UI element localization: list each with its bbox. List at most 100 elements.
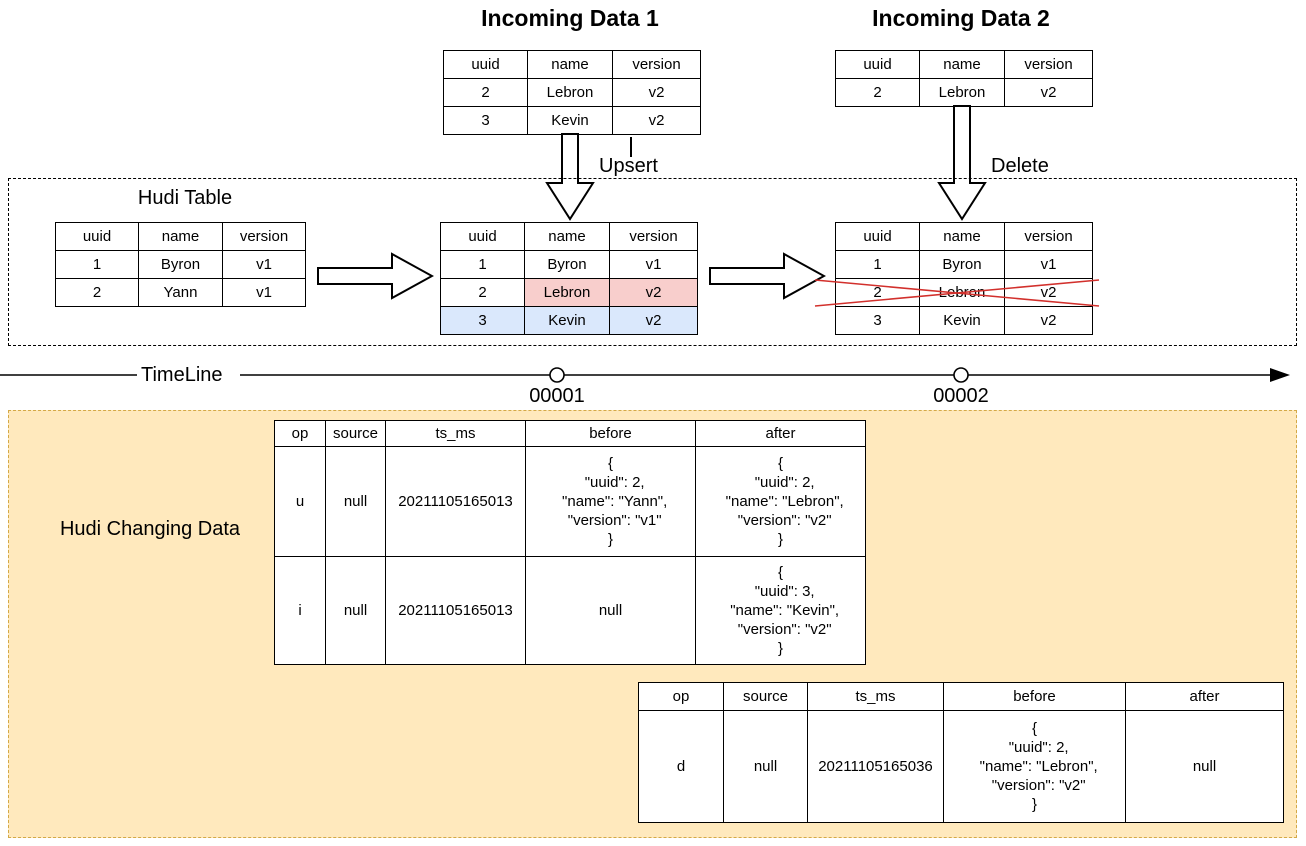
cell: 2 [440, 278, 525, 307]
commit-label-00002: 00002 [933, 385, 989, 407]
cell-before: null [525, 556, 696, 665]
incoming-data-2-title: Incoming Data 2 [872, 5, 1050, 31]
cell-ts-ms: 20211105165036 [807, 710, 944, 823]
cell: Lebron [527, 78, 613, 107]
table-header-row: op source ts_ms before after [638, 682, 1284, 711]
cell: 1 [55, 250, 139, 279]
right-block-arrow-icon [317, 252, 434, 300]
col-header-ts-ms: ts_ms [807, 682, 944, 711]
cell-inserted: v2 [609, 306, 698, 335]
cell-before: { "uuid": 2, "name": "Lebron", "version"… [943, 710, 1126, 823]
cell-op: i [274, 556, 326, 665]
cdc-row-update: u null 20211105165013 { "uuid": 2, "name… [274, 446, 866, 557]
table-header-row: uuid name version [835, 50, 1093, 79]
upsert-arrow-icon [545, 133, 595, 221]
cell: v1 [609, 250, 698, 279]
cell-op: u [274, 446, 326, 557]
cell-ts-ms: 20211105165013 [385, 556, 526, 665]
cell: Byron [138, 250, 223, 279]
col-header-version: version [612, 50, 701, 79]
col-header-name: name [919, 50, 1005, 79]
delete-label: Delete [991, 155, 1049, 177]
incoming-data-1-title: Incoming Data 1 [481, 5, 659, 31]
col-header-version: version [1004, 50, 1093, 79]
table-row: 2 Lebron v2 [835, 78, 1093, 107]
commit-label-00001: 00001 [529, 385, 585, 407]
cell-before: { "uuid": 2, "name": "Yann", "version": … [525, 446, 696, 557]
cell: v2 [1004, 306, 1093, 335]
col-header-op: op [274, 420, 326, 447]
cell: 2 [55, 278, 139, 307]
table-row-inserted: 3 Kevin v2 [440, 306, 698, 335]
table-header-row: uuid name version [443, 50, 701, 79]
hudi-table-after-delete: uuid name version 1 Byron v1 2 Lebron v2… [835, 222, 1093, 335]
cell: v2 [612, 106, 701, 135]
table-header-row: op source ts_ms before after [274, 420, 866, 447]
right-block-arrow-icon [709, 252, 826, 300]
col-header-ts-ms: ts_ms [385, 420, 526, 447]
table-row: 2 Yann v1 [55, 278, 306, 307]
cell-after: { "uuid": 3, "name": "Kevin", "version":… [695, 556, 866, 665]
cell-source: null [723, 710, 808, 823]
col-header-uuid: uuid [835, 50, 920, 79]
col-header-version: version [222, 222, 306, 251]
cell: Kevin [919, 306, 1005, 335]
hudi-changing-data-title: Hudi Changing Data [59, 518, 241, 540]
cell-source: null [325, 446, 386, 557]
deleted-row-cross-icon [814, 279, 1100, 307]
col-header-name: name [524, 222, 610, 251]
cell: 1 [835, 250, 920, 279]
col-header-source: source [723, 682, 808, 711]
hudi-table-container [8, 178, 1297, 346]
col-header-uuid: uuid [440, 222, 525, 251]
col-header-after: after [695, 420, 866, 447]
hudi-table-after-upsert: uuid name version 1 Byron v1 2 Lebron v2… [440, 222, 698, 335]
cell: 3 [443, 106, 528, 135]
cell-inserted: Kevin [524, 306, 610, 335]
table-header-row: uuid name version [835, 222, 1093, 251]
col-header-version: version [1004, 222, 1093, 251]
col-header-op: op [638, 682, 724, 711]
col-header-uuid: uuid [835, 222, 920, 251]
cell-updated: Lebron [524, 278, 610, 307]
cell: Kevin [527, 106, 613, 135]
col-header-source: source [325, 420, 386, 447]
hudi-table-title: Hudi Table [137, 187, 233, 209]
cdc-row-insert: i null 20211105165013 null { "uuid": 3, … [274, 556, 866, 665]
cell: 2 [835, 78, 920, 107]
cell: Yann [138, 278, 223, 307]
cell: Byron [919, 250, 1005, 279]
cdc-table-commit-2: op source ts_ms before after d null 2021… [638, 682, 1284, 823]
cell: v1 [222, 278, 306, 307]
table-header-row: uuid name version [55, 222, 306, 251]
cell-ts-ms: 20211105165013 [385, 446, 526, 557]
upsert-label: Upsert [599, 155, 658, 177]
cell: v1 [222, 250, 306, 279]
col-header-after: after [1125, 682, 1284, 711]
cell: 2 [443, 78, 528, 107]
col-header-name: name [919, 222, 1005, 251]
hudi-table-before: uuid name version 1 Byron v1 2 Yann v1 [55, 222, 306, 307]
cell-op: d [638, 710, 724, 823]
timeline-label: TimeLine [141, 364, 223, 386]
cdc-row-delete: d null 20211105165036 { "uuid": 2, "name… [638, 710, 1284, 823]
table-header-row: uuid name version [440, 222, 698, 251]
col-header-before: before [525, 420, 696, 447]
col-header-version: version [609, 222, 698, 251]
cell: v2 [612, 78, 701, 107]
incoming-data-1-table: uuid name version 2 Lebron v2 3 Kevin v2 [443, 50, 701, 135]
table-row: 3 Kevin v2 [835, 306, 1093, 335]
col-header-uuid: uuid [55, 222, 139, 251]
table-row: 1 Byron v1 [55, 250, 306, 279]
delete-arrow-icon [937, 105, 987, 221]
table-row-updated: 2 Lebron v2 [440, 278, 698, 307]
cdc-table-commit-1: op source ts_ms before after u null 2021… [274, 420, 866, 665]
table-row: 2 Lebron v2 [443, 78, 701, 107]
cell: 1 [440, 250, 525, 279]
cell-after: null [1125, 710, 1284, 823]
col-header-name: name [138, 222, 223, 251]
col-header-name: name [527, 50, 613, 79]
upsert-label-leader-line [630, 137, 632, 157]
cell-updated: v2 [609, 278, 698, 307]
table-row: 1 Byron v1 [440, 250, 698, 279]
